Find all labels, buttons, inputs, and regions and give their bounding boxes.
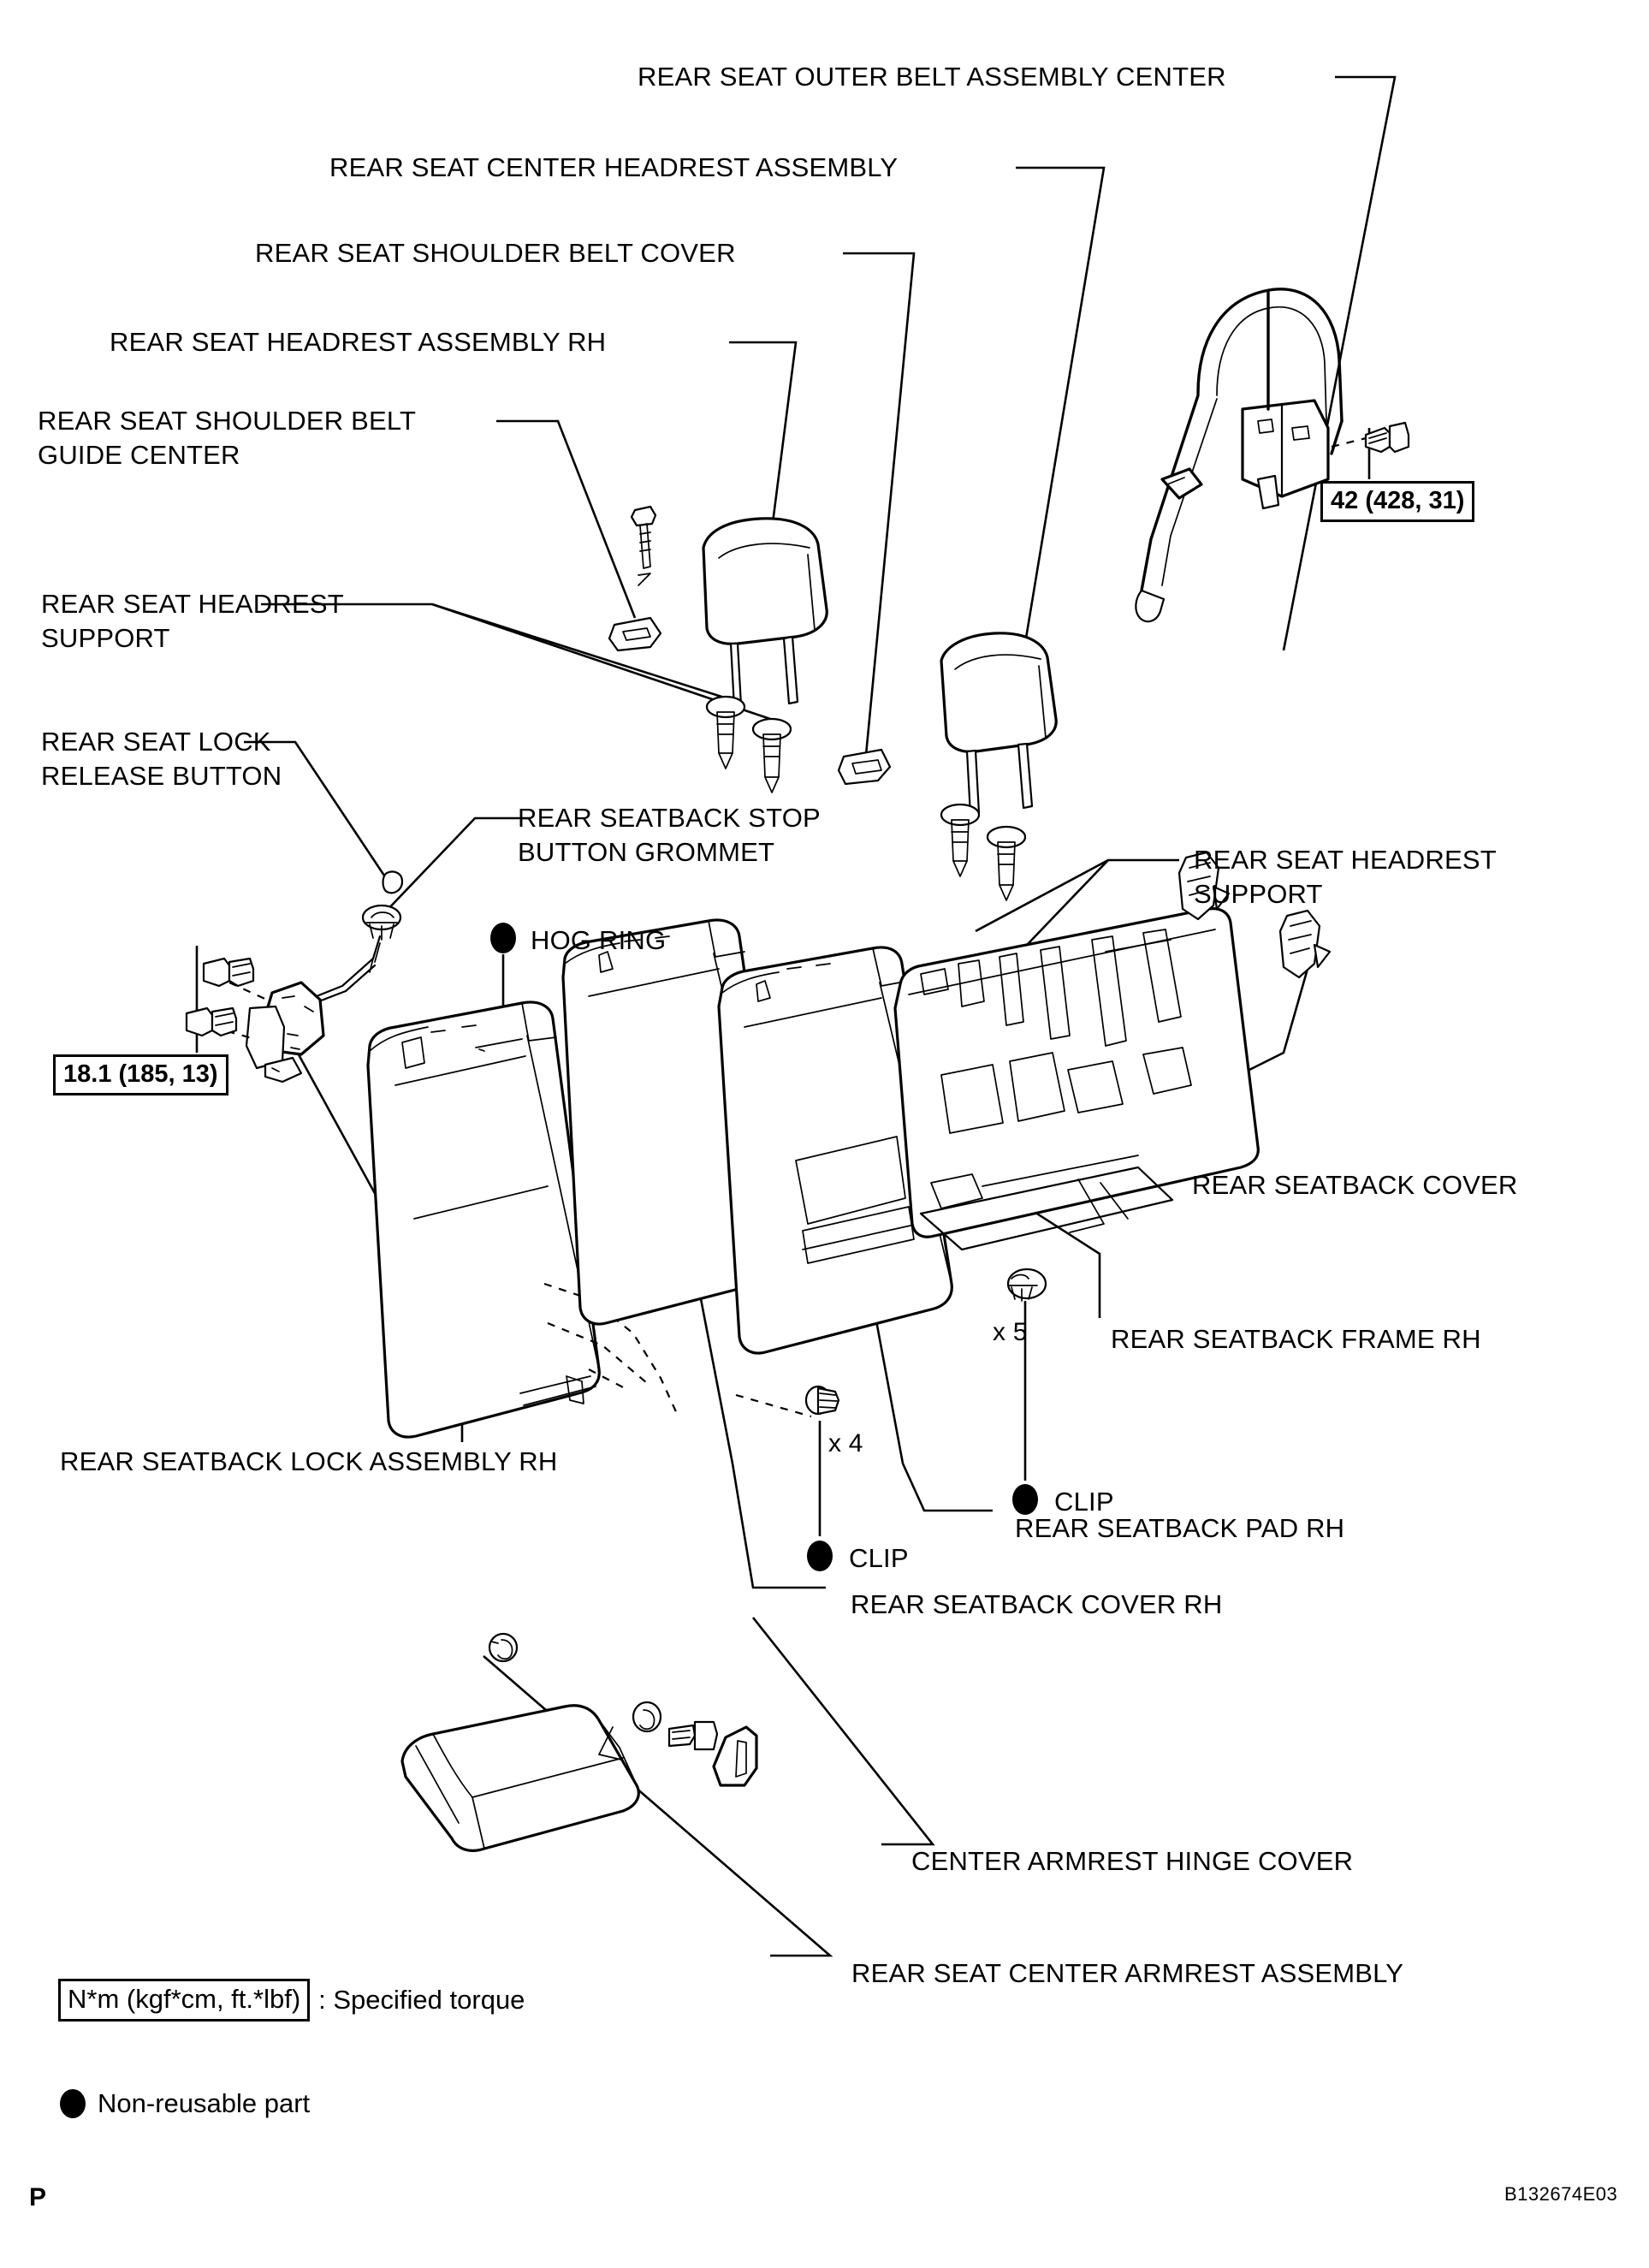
callout-clip-right: CLIP bbox=[1054, 1487, 1114, 1517]
leader-stop-button-grommet bbox=[383, 816, 531, 915]
callout-rear-seatback-lock-assembly-rh: REAR SEATBACK LOCK ASSEMBLY RH bbox=[60, 1446, 558, 1476]
leader-seatback-cover bbox=[1162, 949, 1311, 1164]
armrest-screw bbox=[667, 1720, 719, 1751]
callout-rear-seat-headrest-support-left-line1: REAR SEAT HEADREST bbox=[41, 589, 344, 619]
callout-rear-seat-headrest-support-right-line1: REAR SEAT HEADREST bbox=[1194, 845, 1497, 875]
torque-spec-seatback-lock: 18.1 (185, 13) bbox=[53, 1054, 228, 1095]
leader-clip-x4 bbox=[735, 1393, 822, 1536]
lock-bolt-1 bbox=[202, 957, 255, 988]
callout-rear-seat-center-armrest-assembly: REAR SEAT CENTER ARMREST ASSEMBLY bbox=[851, 1958, 1404, 1988]
part-outer-belt-assembly bbox=[1135, 288, 1410, 623]
part-clip-x5-sample bbox=[1006, 1268, 1047, 1302]
leader-seatback-pad-rh bbox=[857, 1223, 993, 1512]
drawing-code: B132674E03 bbox=[1504, 2183, 1618, 2205]
callout-rear-seat-shoulder-belt-guide-center-line2: GUIDE CENTER bbox=[38, 440, 240, 470]
part-headrest-support-rh-1 bbox=[705, 695, 746, 769]
legend-non-reusable-part: Non-reusable part bbox=[60, 2088, 310, 2119]
part-headrest-support-rh-2 bbox=[751, 717, 792, 793]
part-cover-clip-2 bbox=[1278, 909, 1332, 979]
leader-center-armrest-assembly bbox=[483, 1655, 833, 1957]
armrest-washer bbox=[632, 1701, 662, 1733]
clip-left-dot bbox=[807, 1541, 833, 1571]
torque-spec-belt-anchor: 42 (428, 31) bbox=[1320, 481, 1475, 522]
lock-bolt-2 bbox=[185, 1006, 238, 1037]
part-bolt-x4-sample bbox=[804, 1385, 840, 1416]
callout-center-armrest-hinge-cover: CENTER ARMREST HINGE COVER bbox=[911, 1846, 1354, 1876]
non-reusable-dot-icon bbox=[60, 2089, 86, 2118]
leader-headrest-support-left bbox=[261, 603, 771, 721]
leader-headrest-assembly-rh bbox=[729, 341, 798, 557]
part-shoulder-belt-cover bbox=[837, 748, 892, 786]
part-seatback-pad-rh bbox=[717, 946, 953, 1355]
leader-seatback-cover-rh bbox=[688, 1240, 826, 1589]
legend-torque-unit-text: : Specified torque bbox=[318, 1985, 525, 2015]
hog-ring-dot bbox=[490, 923, 516, 953]
callout-hog-ring: HOG RING bbox=[531, 925, 667, 955]
part-shoulder-belt-guide-center bbox=[608, 616, 662, 652]
part-center-armrest-assembly bbox=[400, 1632, 758, 1852]
quantity-clip-x5: x 5 bbox=[993, 1318, 1028, 1346]
part-seatback-cover-center bbox=[561, 918, 787, 1326]
part-center-headrest-assembly bbox=[940, 632, 1058, 816]
page-marker: P bbox=[29, 2183, 47, 2212]
leader-shoulder-belt-guide-center bbox=[496, 419, 637, 619]
anchor-bolt bbox=[1364, 421, 1410, 454]
leader-shoulder-belt-cover bbox=[843, 252, 916, 756]
callout-rear-seat-headrest-assembly-rh: REAR SEAT HEADREST ASSEMBLY RH bbox=[110, 327, 607, 357]
quantity-clip-x4: x 4 bbox=[828, 1429, 863, 1458]
callout-rear-seat-shoulder-belt-cover: REAR SEAT SHOULDER BELT COVER bbox=[255, 238, 736, 268]
armrest-screw-top bbox=[488, 1632, 519, 1663]
callout-rear-seatback-cover: REAR SEATBACK COVER bbox=[1192, 1170, 1518, 1200]
callout-rear-seat-headrest-support-left-line2: SUPPORT bbox=[41, 623, 170, 653]
part-lock-release-button bbox=[382, 870, 404, 894]
callout-rear-seat-lock-release-button-line2: RELEASE BUTTON bbox=[41, 761, 282, 791]
callout-rear-seatback-frame-rh: REAR SEATBACK FRAME RH bbox=[1111, 1324, 1481, 1354]
legend-non-reusable-text: Non-reusable part bbox=[98, 2088, 311, 2118]
part-seatback-cover-rh bbox=[366, 1000, 679, 1439]
part-center-armrest-hinge-cover bbox=[712, 1725, 758, 1787]
leader-seatback-lock-assembly-rh bbox=[294, 1048, 464, 1442]
callout-clip-left: CLIP bbox=[849, 1543, 909, 1573]
callout-rear-seat-lock-release-button-line1: REAR SEAT LOCK bbox=[41, 727, 271, 757]
part-headrest-assembly-rh bbox=[702, 517, 828, 709]
callout-rear-seatback-stop-button-grommet-line2: BUTTON GROMMET bbox=[518, 837, 775, 867]
legend-specified-torque: N*m (kgf*cm, ft.*lbf) : Specified torque bbox=[58, 1979, 525, 2022]
part-headrest-support-center-1 bbox=[940, 803, 981, 877]
callout-rear-seat-outer-belt-assembly-center: REAR SEAT OUTER BELT ASSEMBLY CENTER bbox=[638, 62, 1226, 92]
leader-center-headrest-assembly bbox=[1016, 166, 1106, 686]
part-stop-button-grommet bbox=[361, 904, 402, 941]
callout-rear-seat-shoulder-belt-guide-center-line1: REAR SEAT SHOULDER BELT bbox=[38, 406, 417, 436]
callout-rear-seatback-stop-button-grommet-line1: REAR SEATBACK STOP bbox=[518, 803, 821, 833]
screw-shoulder-belt-guide bbox=[630, 505, 657, 586]
part-hog-ring bbox=[489, 1026, 507, 1044]
leader-headrest-support-right bbox=[975, 858, 1179, 964]
leader-seatback-frame-rh bbox=[939, 1149, 1101, 1318]
part-headrest-support-center-2 bbox=[986, 825, 1027, 901]
legend-torque-unit-box: N*m (kgf*cm, ft.*lbf) bbox=[58, 1979, 311, 2022]
leader-armrest-hinge-cover bbox=[751, 1617, 935, 1846]
clip-right-dot bbox=[1012, 1484, 1038, 1515]
callout-rear-seatback-cover-rh: REAR SEATBACK COVER RH bbox=[851, 1589, 1223, 1619]
leader-outer-belt-assembly-center bbox=[1282, 75, 1397, 651]
callout-rear-seat-headrest-support-right-line2: SUPPORT bbox=[1194, 879, 1323, 909]
callout-rear-seat-center-headrest-assembly: REAR SEAT CENTER HEADREST ASSEMBLY bbox=[329, 152, 899, 182]
callout-rear-seatback-pad-rh: REAR SEATBACK PAD RH bbox=[1015, 1513, 1345, 1543]
